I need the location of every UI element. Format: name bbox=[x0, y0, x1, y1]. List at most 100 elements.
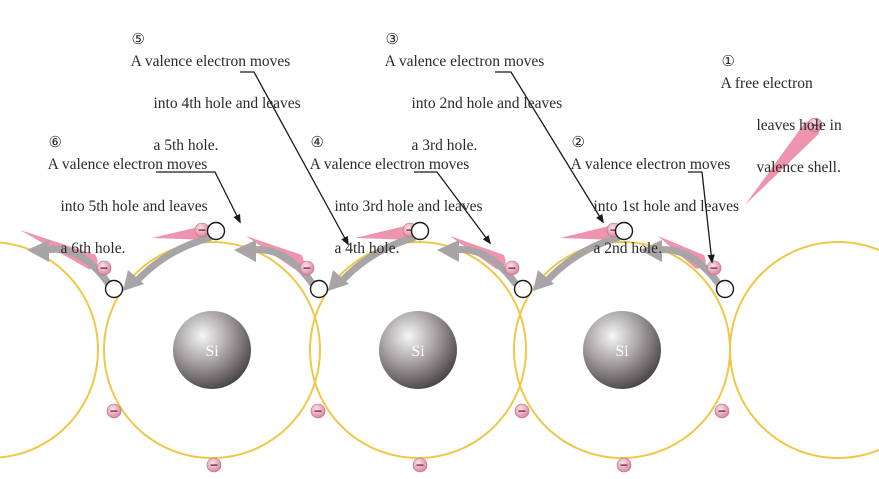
annotation-3-line-1: A valence electron moves bbox=[384, 53, 545, 70]
annotation-6-number: ⑥ bbox=[48, 135, 62, 151]
electron-sign: − bbox=[405, 224, 414, 237]
electron-sign: − bbox=[517, 405, 526, 418]
silicon-atom: Si bbox=[173, 311, 251, 389]
atom-sphere bbox=[583, 311, 661, 389]
annotation-2-line-2: into 1st hole and leaves bbox=[593, 198, 740, 215]
hole bbox=[104, 279, 124, 299]
annotation-4: ④ A valence electron moves into 3rd hole… bbox=[295, 111, 483, 280]
leader-arrow bbox=[240, 71, 349, 246]
annotation-1-number: ① bbox=[721, 54, 735, 70]
annotation-4-number: ④ bbox=[310, 135, 324, 151]
electron: − bbox=[807, 117, 823, 133]
annotation-5-line-3: a 5th hole. bbox=[153, 137, 219, 154]
annotation-1-line-3: valence shell. bbox=[756, 159, 841, 176]
hole-arrow-body bbox=[131, 234, 213, 287]
hole-arrow-head bbox=[533, 270, 554, 291]
leader-arrow bbox=[156, 171, 241, 224]
electron-sign: − bbox=[717, 405, 726, 418]
annotation-6-line-3: a 6th hole. bbox=[60, 240, 126, 257]
annotation-3-line-2: into 2nd hole and leaves bbox=[411, 95, 563, 112]
electron: − bbox=[299, 260, 315, 276]
hole-arrow-head bbox=[27, 240, 49, 262]
electron: − bbox=[514, 403, 530, 419]
leader-arrow bbox=[414, 171, 492, 245]
hole bbox=[206, 221, 226, 241]
annotation-6-line-1: A valence electron moves bbox=[47, 156, 208, 173]
electron-sign: − bbox=[209, 459, 218, 472]
electron-trail bbox=[745, 121, 819, 205]
hole bbox=[309, 279, 329, 299]
electron-sign: − bbox=[609, 224, 618, 237]
electron: − bbox=[504, 260, 520, 276]
hole-arrow-body bbox=[336, 234, 417, 287]
hole bbox=[513, 279, 533, 299]
hole-arrow-body bbox=[451, 246, 519, 287]
annotation-5-line-1: A valence electron moves bbox=[130, 53, 291, 70]
electron-sign: − bbox=[810, 119, 819, 132]
atom-sphere bbox=[173, 311, 251, 389]
annotation-1-line-2: leaves hole in bbox=[756, 117, 842, 134]
annotation-1: ① A free electron leaves hole in valence… bbox=[706, 30, 842, 199]
annotation-4-line-2: into 3rd hole and leaves bbox=[334, 198, 483, 215]
electron-sign: − bbox=[313, 405, 322, 418]
electron-sign: − bbox=[619, 459, 628, 472]
electron-sign: − bbox=[99, 262, 108, 275]
hole bbox=[715, 279, 735, 299]
electron: − bbox=[96, 260, 112, 276]
annotation-2-number: ② bbox=[571, 135, 585, 151]
hole bbox=[614, 221, 634, 241]
electron-sign: − bbox=[507, 262, 516, 275]
hole-arrow-body bbox=[541, 234, 621, 287]
annotation-3: ③ A valence electron moves into 2nd hole… bbox=[370, 8, 563, 177]
atom-symbol: Si bbox=[615, 343, 629, 360]
electron: − bbox=[206, 457, 222, 473]
annotation-leader-arrows bbox=[156, 71, 715, 264]
electron-sign: − bbox=[415, 459, 424, 472]
hole-arrow-head bbox=[640, 240, 662, 262]
electron: − bbox=[106, 403, 122, 419]
annotation-5-number: ⑤ bbox=[131, 32, 145, 48]
holes bbox=[104, 221, 735, 299]
silicon-atom: Si bbox=[379, 311, 457, 389]
annotation-1-line-1: A free electron bbox=[720, 75, 813, 92]
annotation-4-line-1: A valence electron moves bbox=[309, 156, 470, 173]
hole bbox=[410, 221, 430, 241]
annotation-6-line-2: into 5th hole and leaves bbox=[60, 198, 208, 215]
electron-sign: − bbox=[197, 224, 206, 237]
hole-arrow-head bbox=[123, 270, 144, 291]
hole-arrow-head bbox=[437, 240, 459, 262]
silicon-atom: Si bbox=[583, 311, 661, 389]
electron: − bbox=[616, 457, 632, 473]
annotation-3-line-3: a 3rd hole. bbox=[411, 137, 478, 154]
annotation-4-line-3: a 4th hole. bbox=[334, 240, 400, 257]
hole-arrow-head bbox=[328, 270, 349, 291]
hole-arrow-body bbox=[248, 246, 316, 287]
annotation-2: ② A valence electron moves into 1st hole… bbox=[556, 111, 739, 280]
hole-arrow-head bbox=[234, 240, 256, 262]
leader-arrow bbox=[495, 71, 604, 224]
electron-sign: − bbox=[709, 262, 718, 275]
electron: − bbox=[310, 403, 326, 419]
annotation-2-line-1: A valence electron moves bbox=[570, 156, 731, 173]
electron: − bbox=[412, 457, 428, 473]
electron-sign: − bbox=[302, 262, 311, 275]
silicon-atoms: Si Si Si bbox=[173, 311, 661, 389]
annotation-6: ⑥ A valence electron moves into 5th hole… bbox=[33, 111, 208, 280]
atom-symbol: Si bbox=[205, 343, 219, 360]
annotation-3-number: ③ bbox=[385, 32, 399, 48]
atom-symbol: Si bbox=[411, 343, 425, 360]
annotation-5-line-2: into 4th hole and leaves bbox=[153, 95, 301, 112]
orbit-ring bbox=[0, 241, 99, 459]
electron-sign: − bbox=[109, 405, 118, 418]
annotation-2-line-3: a 2nd hole. bbox=[593, 240, 662, 257]
electron: − bbox=[714, 403, 730, 419]
hole-movement-arrows bbox=[27, 234, 722, 291]
hole-arrow-body bbox=[654, 246, 722, 287]
hole-arrow-body bbox=[41, 245, 112, 287]
annotation-5: ⑤ A valence electron moves into 4th hole… bbox=[116, 8, 301, 177]
atom-sphere bbox=[379, 311, 457, 389]
orbit-ring bbox=[729, 241, 879, 459]
leader-arrow bbox=[688, 171, 715, 264]
